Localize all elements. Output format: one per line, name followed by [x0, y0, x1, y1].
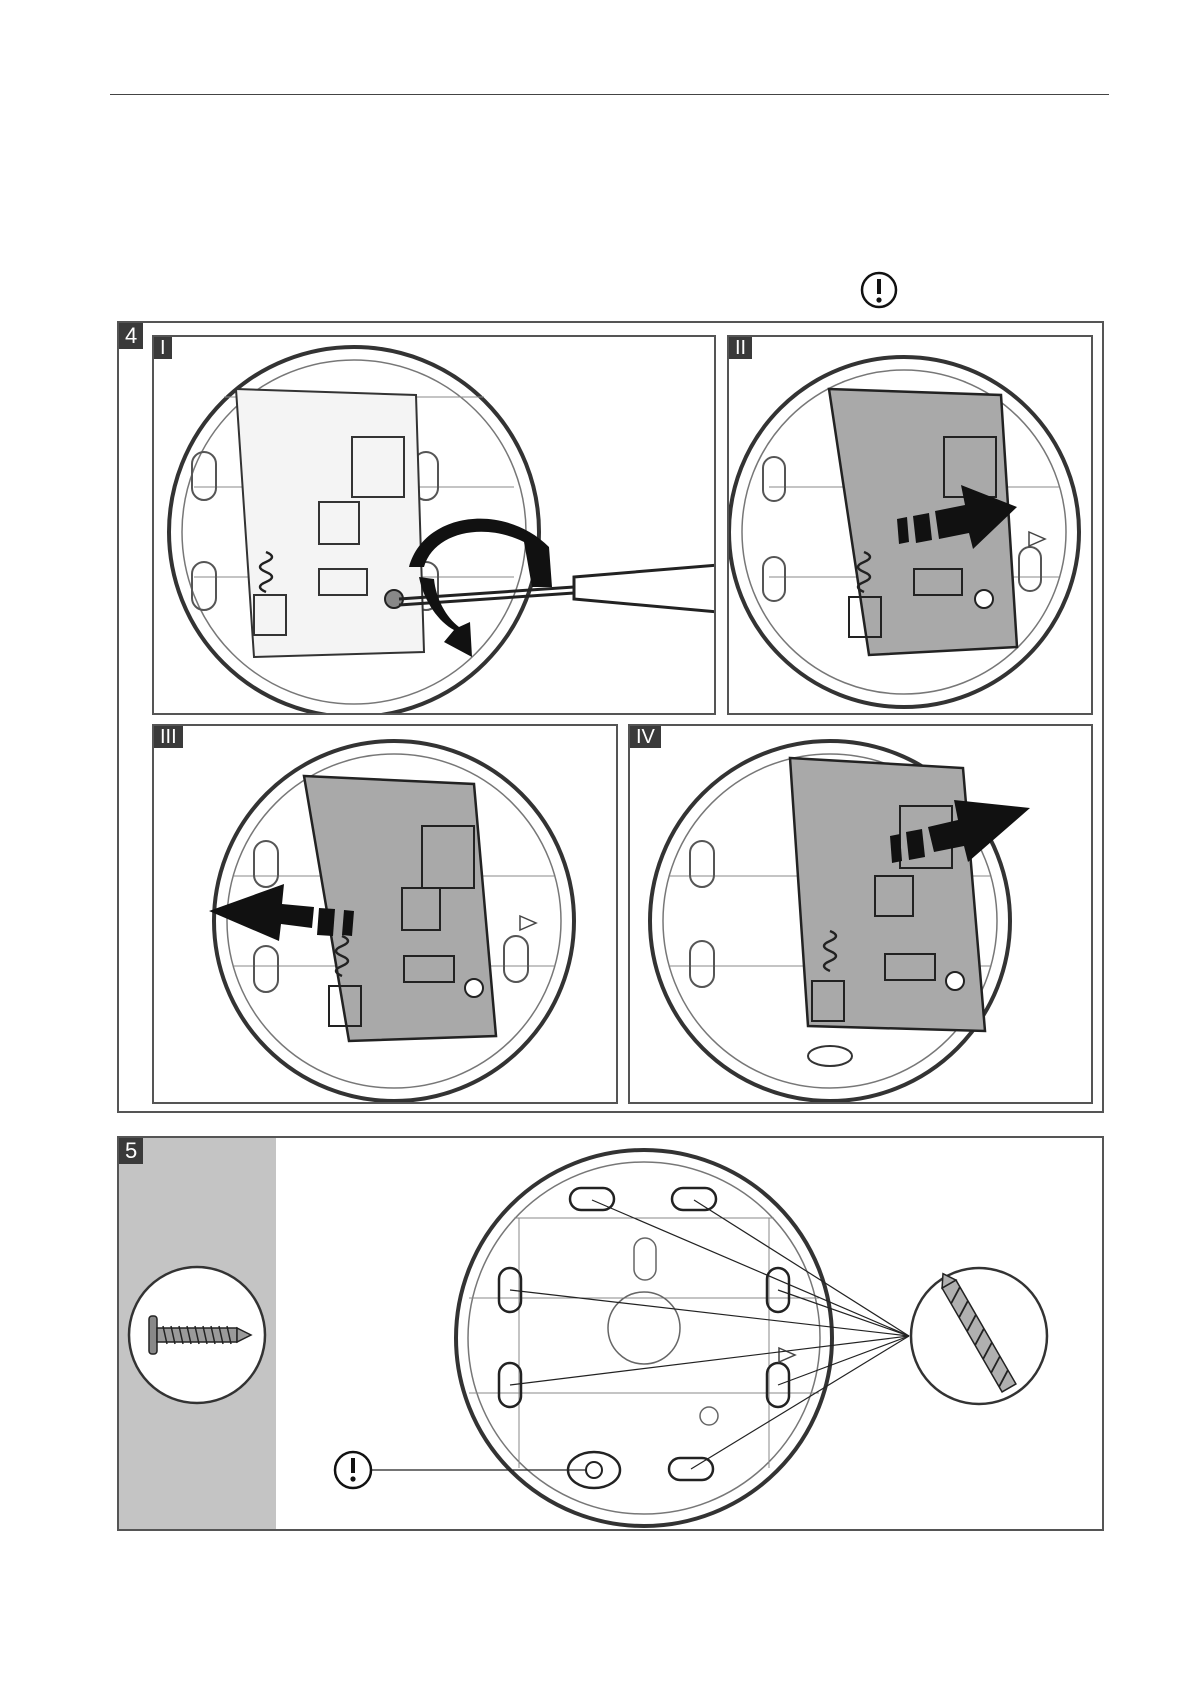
panel-step-2: II: [727, 335, 1093, 715]
arrow-left-icon: [154, 726, 618, 1104]
rotate-arrow-icon: [154, 337, 716, 715]
warning-icon: [859, 270, 899, 310]
warning-icon: [119, 1138, 1106, 1533]
panel-step-4: IV: [628, 724, 1093, 1104]
figure-number: 5: [119, 1138, 143, 1164]
figure-number: 4: [119, 323, 143, 349]
panel-step-3: III: [152, 724, 618, 1104]
panel-label: II: [729, 337, 752, 359]
panel-label: III: [154, 726, 183, 748]
arrow-right-icon: [630, 726, 1093, 1104]
figure-5: 5: [117, 1136, 1104, 1531]
arrow-right-icon: [729, 337, 1093, 715]
panel-step-1: I: [152, 335, 716, 715]
figure-4: 4 I: [117, 321, 1104, 1113]
header-rule: [110, 94, 1109, 95]
panel-label: I: [154, 337, 172, 359]
panel-label: IV: [630, 726, 661, 748]
